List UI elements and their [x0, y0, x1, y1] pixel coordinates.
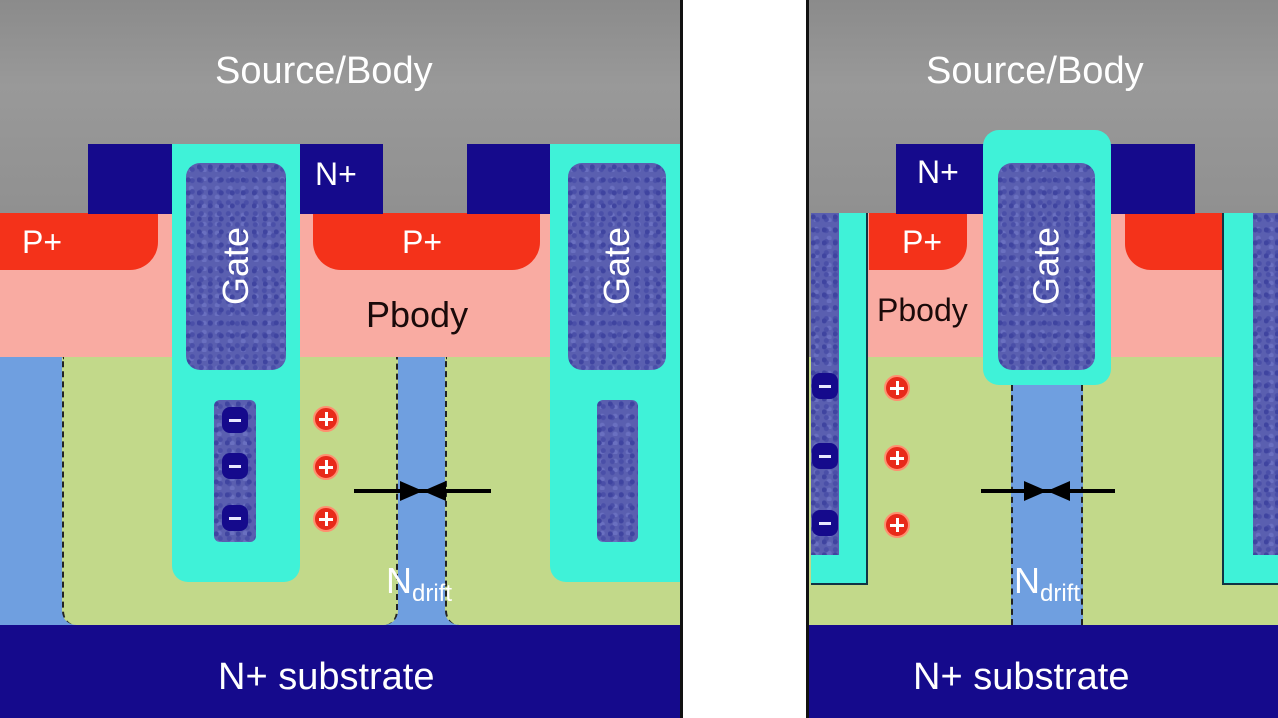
pinch-off-arrows-icon	[981, 481, 1115, 501]
pbody-label: Pbody	[366, 294, 469, 335]
gate-electrode	[998, 163, 1095, 370]
n-drift-region	[1011, 385, 1083, 625]
right-device-panel: Source/Body P+ Pbody N+ Gate Ndrift N+ s…	[806, 0, 1278, 718]
source-body-label: Source/Body	[215, 50, 433, 92]
p-plus-left-label: P+	[22, 224, 63, 260]
n-plus-right	[467, 144, 550, 214]
p-plus-right	[1125, 213, 1222, 270]
shield-electrode-right	[1253, 213, 1278, 555]
substrate-label: N+ substrate	[218, 656, 435, 698]
n-plus-substrate	[0, 625, 680, 718]
p-plus-left	[0, 213, 158, 270]
n-plus-substrate	[809, 625, 1278, 718]
negative-charge-icon	[222, 453, 248, 479]
n-plus-left	[88, 144, 172, 214]
gate-2-label: Gate	[596, 226, 637, 306]
negative-charge-icon	[812, 443, 838, 469]
source-body-label: Source/Body	[926, 50, 1144, 92]
negative-charge-icon	[812, 510, 838, 536]
gate-electrode-2	[568, 163, 666, 370]
positive-charge-icon	[884, 512, 910, 538]
n-drift-label: Ndrift	[386, 560, 453, 608]
n-plus-center	[300, 144, 383, 214]
gate-label: Gate	[1025, 226, 1067, 306]
gate-electrode-1	[186, 163, 286, 370]
shield-electrode-2	[597, 400, 638, 542]
positive-charge-icon	[313, 454, 339, 480]
pbody-label: Pbody	[877, 292, 968, 328]
p-plus-label: P+	[902, 224, 943, 260]
substrate-label: N+ substrate	[913, 656, 1130, 698]
negative-charge-icon	[222, 407, 248, 433]
n-drift-label: Ndrift	[1014, 560, 1081, 608]
positive-charge-icon	[884, 375, 910, 401]
negative-charge-icon	[812, 373, 838, 399]
p-plus-center	[313, 213, 540, 270]
negative-charge-icon	[222, 505, 248, 531]
gate-1-label: Gate	[215, 226, 256, 306]
positive-charge-icon	[313, 506, 339, 532]
n-plus-label: N+	[917, 154, 959, 190]
n-plus-left	[896, 144, 984, 214]
positive-charge-icon	[313, 406, 339, 432]
pinch-off-arrows-icon	[354, 481, 491, 501]
positive-charge-icon	[884, 445, 910, 471]
p-plus-center-label: P+	[402, 224, 443, 260]
left-device-panel: Source/Body P+ P+ Pbody N+ Gate Gate Ndr…	[0, 0, 683, 718]
n-plus-right	[1110, 144, 1195, 214]
p-plus-left	[869, 213, 967, 270]
n-plus-label: N+	[315, 156, 357, 192]
